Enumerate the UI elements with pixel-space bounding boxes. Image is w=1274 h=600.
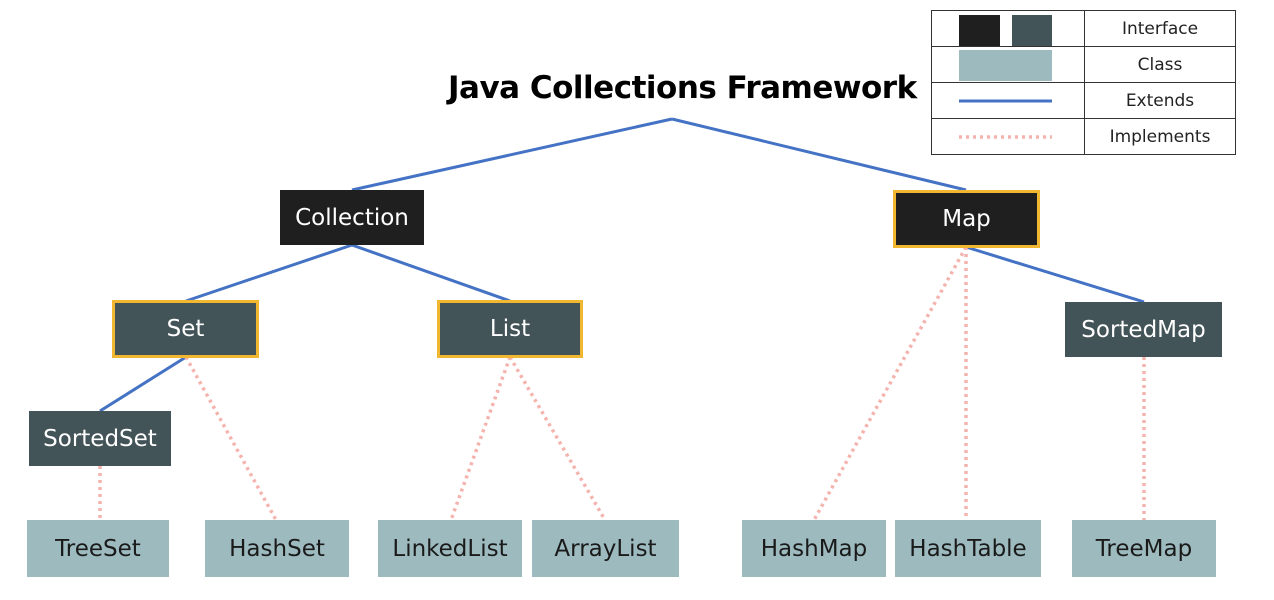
extends-line-map-sortedmap bbox=[965, 245, 1145, 304]
node-linkedlist: LinkedList bbox=[378, 520, 522, 577]
legend-label-implements: Implements bbox=[1084, 118, 1236, 155]
implements-line-list-arraylist bbox=[508, 356, 607, 521]
extends-line-framework-collection bbox=[351, 117, 673, 192]
extends-line-set-sortedset bbox=[99, 355, 187, 413]
legend-symbol-interface bbox=[931, 10, 1085, 47]
interface-dark-swatch bbox=[959, 15, 1000, 46]
node-list: List bbox=[437, 300, 583, 358]
legend-row-implements: Implements bbox=[931, 118, 1236, 155]
interface-slate-swatch bbox=[1012, 15, 1052, 46]
node-map: Map bbox=[893, 190, 1040, 248]
legend-label-extends: Extends bbox=[1084, 82, 1236, 119]
implements-line-set-hashset bbox=[184, 356, 278, 521]
legend-label-interface: Interface bbox=[1084, 10, 1236, 47]
node-set: Set bbox=[112, 300, 259, 358]
extends-line-sample bbox=[959, 99, 1052, 103]
implements-line-list-linkedlist bbox=[449, 356, 512, 521]
node-treeset: TreeSet bbox=[27, 520, 169, 577]
legend-row-extends: Extends bbox=[931, 82, 1236, 119]
node-sortedset: SortedSet bbox=[29, 411, 171, 466]
node-arraylist: ArrayList bbox=[532, 520, 679, 577]
node-sortedmap: SortedMap bbox=[1065, 302, 1222, 357]
node-treemap: TreeMap bbox=[1072, 520, 1216, 577]
node-hashtable: HashTable bbox=[895, 520, 1041, 577]
node-hashmap: HashMap bbox=[742, 520, 886, 577]
implements-line-map-hashmap bbox=[812, 246, 968, 521]
extends-line-framework-map bbox=[671, 117, 967, 192]
legend-row-class: Class bbox=[931, 46, 1236, 83]
class-swatch bbox=[959, 50, 1052, 81]
legend-table: Interface Class Extends Implements bbox=[931, 10, 1236, 155]
node-collection: Collection bbox=[280, 190, 424, 245]
legend-symbol-extends bbox=[931, 82, 1085, 119]
legend-label-class: Class bbox=[1084, 46, 1236, 83]
diagram-title: Java Collections Framework bbox=[448, 70, 917, 106]
extends-line-collection-list bbox=[351, 243, 511, 303]
extends-line-collection-set bbox=[185, 243, 353, 303]
implements-line-sample bbox=[959, 135, 1052, 139]
legend-symbol-implements bbox=[931, 118, 1085, 155]
node-hashset: HashSet bbox=[205, 520, 349, 577]
legend-symbol-class bbox=[931, 46, 1085, 83]
legend-row-interface: Interface bbox=[931, 10, 1236, 47]
